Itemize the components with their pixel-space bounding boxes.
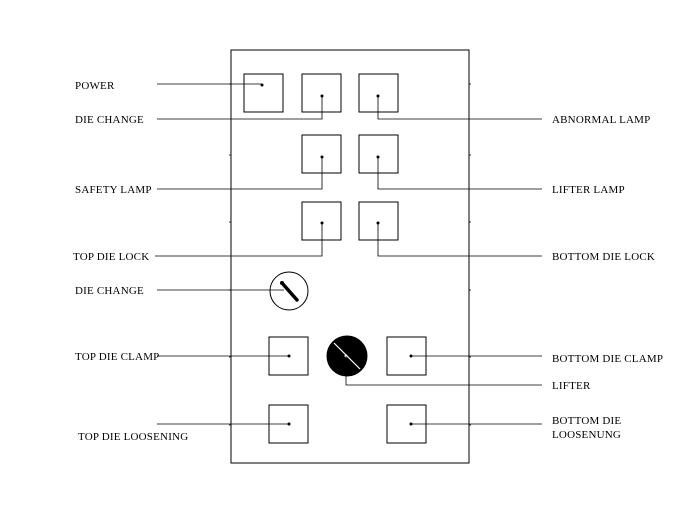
die-change-selector-switch[interactable] — [269, 271, 309, 311]
lifter-lamp-leader — [377, 157, 542, 190]
label-lifter-lamp: LIFTER LAMP — [552, 184, 625, 196]
lifter-lamp[interactable] — [358, 134, 399, 174]
label-bottom-die-lock: BOTTOM DIE LOCK — [552, 251, 655, 263]
power-button[interactable] — [243, 73, 284, 113]
safety-lamp[interactable] — [301, 134, 342, 174]
top-die-lock-button[interactable] — [301, 201, 342, 241]
safety-lamp-leader — [157, 157, 323, 190]
lifter-selector-switch[interactable] — [326, 335, 368, 377]
panel-outline — [230, 49, 470, 464]
label-safety-lamp: SAFETY LAMP — [75, 184, 152, 196]
label-power: POWER — [75, 80, 115, 92]
abnormal-lamp-leader — [377, 96, 542, 120]
label-die-change-switch: DIE CHANGE — [75, 285, 144, 297]
top-die-lock-leader — [155, 223, 323, 257]
label-bottom-die-loosening-line2: LOOSENUNG — [552, 429, 621, 441]
label-top-die-loosening: TOP DIE LOOSENING — [78, 431, 188, 443]
die-change-lamp[interactable] — [301, 73, 342, 113]
die-change-lamp-leader — [157, 96, 323, 120]
label-top-die-clamp: TOP DIE CLAMP — [75, 351, 160, 363]
label-top-die-lock: TOP DIE LOCK — [73, 251, 149, 263]
bottom-die-lock-leader — [377, 223, 542, 257]
lifter-leader — [345, 356, 542, 386]
label-bottom-die-clamp: BOTTOM DIE CLAMP — [552, 353, 663, 365]
label-die-change-lamp: DIE CHANGE — [75, 114, 144, 126]
label-lifter: LIFTER — [552, 380, 591, 392]
abnormal-lamp[interactable] — [358, 73, 399, 113]
label-bottom-die-loosening-line1: BOTTOM DIE — [552, 415, 621, 427]
bottom-die-lock-button[interactable] — [358, 201, 399, 241]
label-abnormal-lamp: ABNORMAL LAMP — [552, 114, 650, 126]
